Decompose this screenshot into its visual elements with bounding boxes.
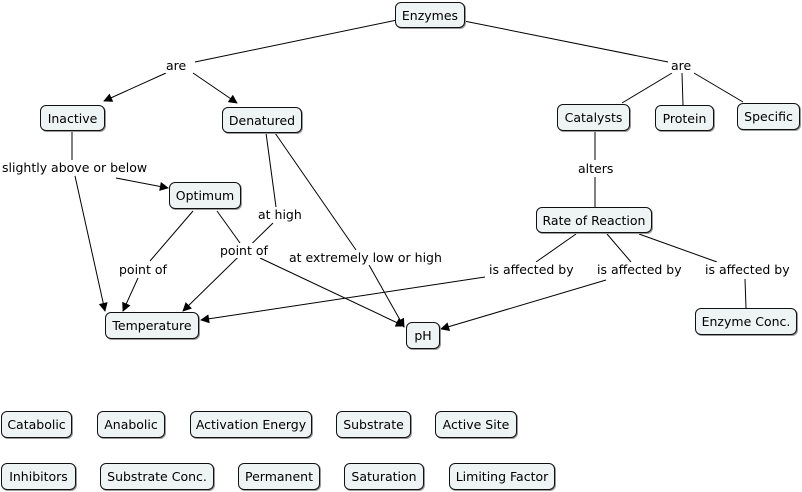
concept-active-site[interactable]: Active Site: [435, 411, 517, 438]
link-are-protein: [681, 72, 684, 106]
concept-catalysts[interactable]: Catalysts: [557, 104, 630, 131]
concept-denatured[interactable]: Denatured: [222, 107, 302, 133]
link-pointof-ph: [259, 257, 405, 327]
link-pointof-temperature: [122, 277, 139, 312]
link-athigh-temperature: [182, 222, 274, 312]
linking-phrase-point-of-left: point of: [118, 262, 168, 277]
link-optimum-pointof-left: [149, 210, 194, 262]
concept-optimum[interactable]: Optimum: [169, 182, 241, 209]
concept-catabolic[interactable]: Catabolic: [1, 411, 72, 438]
concept-temperature[interactable]: Temperature: [105, 312, 199, 339]
concept-inhibitors[interactable]: Inhibitors: [1, 463, 76, 490]
concept-rate-of-reaction[interactable]: Rate of Reaction: [536, 207, 652, 233]
linking-phrase-alters: alters: [577, 161, 615, 176]
link-are-denatured: [192, 72, 238, 104]
linking-phrase-point-of-right: point of: [219, 243, 269, 258]
linking-phrase-at-high: at high: [257, 207, 303, 222]
concept-substrate[interactable]: Substrate: [336, 411, 411, 438]
concept-substrate-conc[interactable]: Substrate Conc.: [100, 463, 214, 490]
concept-saturation[interactable]: Saturation: [344, 463, 424, 490]
link-are-catalysts: [621, 72, 673, 104]
linking-phrase-at-extremely-low-or-high: at extremely low or high: [288, 250, 443, 265]
link-phrase-temperature: [74, 175, 108, 312]
concept-activation-energy[interactable]: Activation Energy: [190, 411, 312, 438]
concept-enzymes[interactable]: Enzymes: [395, 2, 465, 28]
concept-permanent[interactable]: Permanent: [238, 463, 320, 490]
link-rate-affected1: [535, 233, 577, 263]
concept-specific[interactable]: Specific: [737, 103, 800, 130]
concept-ph[interactable]: pH: [406, 322, 440, 349]
link-enzymes-are-left: [194, 19, 398, 63]
link-rate-affected3: [638, 233, 718, 263]
link-enzymes-are-right: [463, 20, 669, 63]
link-affected3-enzymeconc: [744, 278, 747, 309]
concept-anabolic[interactable]: Anabolic: [97, 411, 165, 438]
linking-phrase-is-affected-by-3: is affected by: [704, 262, 791, 277]
link-denatured-athigh: [265, 132, 277, 208]
concept-protein[interactable]: Protein: [655, 105, 714, 131]
link-rate-affected2: [606, 233, 632, 263]
link-phrase-optimum: [115, 177, 169, 191]
link-are-specific: [693, 72, 744, 103]
link-affected2-ph: [440, 279, 607, 332]
linking-phrase-is-affected-by-2: is affected by: [596, 262, 683, 277]
concept-inactive[interactable]: Inactive: [40, 105, 105, 131]
link-are-inactive: [103, 72, 167, 102]
concept-enzyme-conc[interactable]: Enzyme Conc.: [695, 308, 797, 335]
linking-phrase-are-right: are: [670, 58, 693, 73]
linking-phrase-slightly-above-or-below: slightly above or below: [1, 160, 149, 175]
link-optimum-pointof-right: [216, 210, 241, 244]
link-denatured-atextreme: [274, 132, 357, 251]
linking-phrase-are-left: are: [165, 58, 188, 73]
concept-limiting-factor[interactable]: Limiting Factor: [449, 463, 555, 490]
linking-phrase-is-affected-by-1: is affected by: [488, 262, 575, 277]
link-atextreme-ph: [368, 264, 405, 328]
link-affected1-temperature: [200, 276, 486, 324]
